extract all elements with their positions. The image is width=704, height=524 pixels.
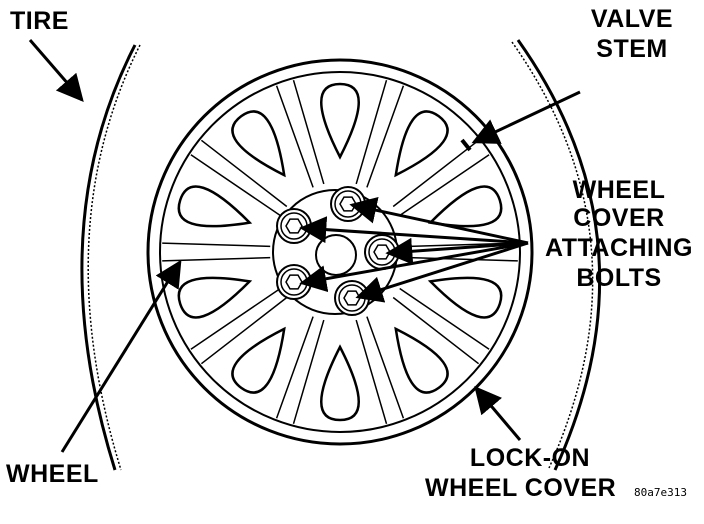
tire-outline	[80, 39, 602, 471]
lockon-arrow	[474, 385, 522, 441]
valve-stem-label-line1: VALVE	[590, 5, 674, 33]
wheel-cover-rim	[146, 58, 534, 446]
bolt-icon	[276, 208, 312, 244]
bolt-icon	[334, 280, 370, 316]
bolt-arrow-5	[355, 241, 529, 303]
spoke-opening	[275, 316, 360, 425]
wheel-arrow	[60, 259, 182, 453]
bolt-arrow-4	[299, 241, 529, 293]
lockon-label-line1: LOCK-ON	[469, 444, 591, 472]
bolt-icon	[330, 186, 366, 222]
bolts-label-line1: WHEEL	[572, 176, 666, 204]
valve-stem-label-line2: STEM	[596, 35, 668, 63]
tire-arrow	[28, 39, 84, 103]
bolt-arrow-1	[349, 196, 529, 245]
lockon-label-line2: WHEEL COVER	[425, 474, 617, 502]
bolt-arrow-2	[299, 216, 529, 245]
spoke-opening	[392, 276, 503, 365]
spoke-opening	[320, 79, 405, 188]
valve-stem	[460, 138, 472, 152]
valve-stem-arrow	[471, 90, 581, 144]
bolts-label-line4: BOLTS	[576, 264, 662, 292]
figure-code: 80a7e313	[634, 486, 687, 499]
bolt-arrow-3	[385, 237, 529, 265]
spoke-opening	[355, 316, 449, 425]
wheel-label: WHEEL	[6, 460, 99, 488]
spoke-opening	[392, 110, 490, 217]
hub	[272, 189, 398, 315]
spoke-opening	[231, 79, 325, 188]
spoke-opening	[190, 287, 288, 394]
tire-label: TIRE	[10, 7, 69, 35]
bolts-label-line3: ATTACHING	[545, 234, 693, 262]
leader-arrows	[28, 39, 581, 453]
spoke-opening	[177, 139, 288, 228]
bolts-label-line2: COVER	[573, 204, 665, 232]
